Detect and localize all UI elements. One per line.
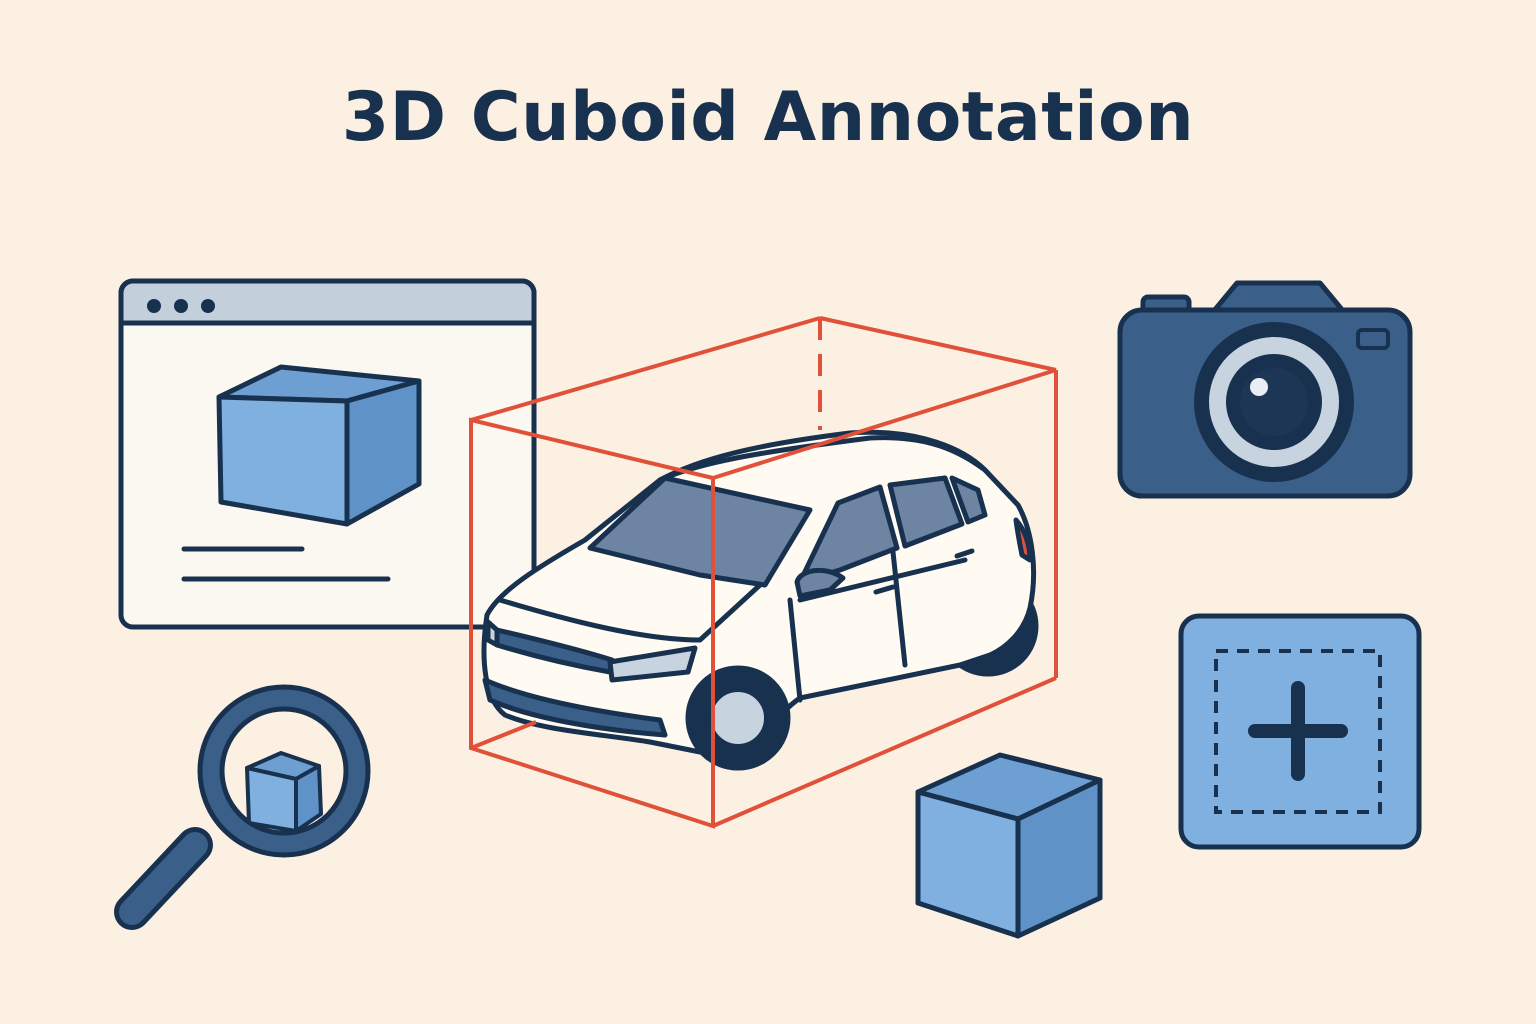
car-illustration [481, 429, 1039, 771]
camera-icon [1117, 280, 1413, 499]
magnifier-cube-icon [114, 684, 371, 930]
browser-window-icon [118, 278, 537, 630]
window-dot-icon [147, 299, 161, 313]
annotation-cuboid-front [469, 368, 1058, 829]
page-title: 3D Cuboid Annotation [341, 78, 1195, 157]
window-cube-icon [216, 364, 422, 527]
add-bounding-box-icon [1178, 613, 1422, 850]
window-dot-icon [201, 299, 215, 313]
window-dot-icon [174, 299, 188, 313]
cube-icon [915, 752, 1103, 939]
